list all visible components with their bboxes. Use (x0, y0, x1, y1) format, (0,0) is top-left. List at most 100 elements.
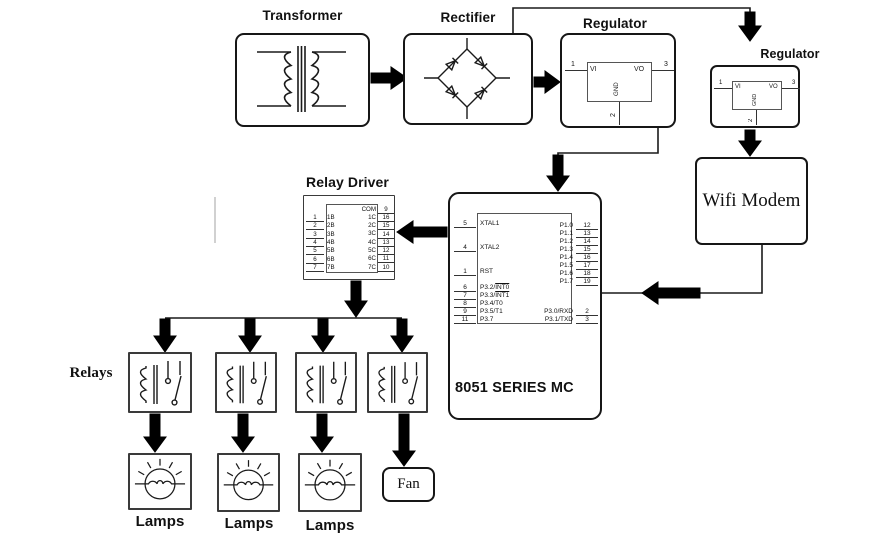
mc-pin-label: XTAL1 (480, 219, 500, 227)
arrow-relay3-to-lamp3 (310, 413, 334, 453)
arrow-bus-to-relay-4 (390, 318, 414, 353)
driver-pin-row: 7C 10 (342, 264, 394, 272)
relay-box-4 (367, 352, 428, 413)
relay-blade-pivot (171, 399, 178, 406)
driver-pin-label: 7C (368, 263, 376, 271)
mc-pin-number: 14 (576, 238, 598, 246)
bridge-diode-top-left (444, 57, 459, 72)
relay-symbol (378, 362, 419, 405)
mc-pin-row: P1.3 15 (502, 246, 598, 254)
mc-pin-row: P1.6 18 (502, 270, 598, 278)
mc-pin-label: P1.6 (559, 269, 573, 277)
arrow-bus-to-relay-2 (238, 318, 262, 353)
arrow-bus-to-relay-1 (153, 318, 177, 353)
arrow-driver-to-bus (344, 280, 368, 318)
mc-pin-label: P3.0/RXD (544, 307, 573, 315)
regulator1-pin3-line (652, 70, 674, 71)
driver-pin-label: 3C (368, 230, 376, 238)
regulator2-box: VI VO GND 1 3 2 (710, 65, 800, 128)
relay-contact-stem (167, 361, 181, 378)
regulator2-vi-label: VI (735, 84, 741, 90)
driver-pin-number: 5 (306, 247, 324, 256)
mc-pin-row: 1 RST (454, 260, 540, 284)
lamp-symbol (134, 458, 186, 500)
mc-pin-number: 1 (454, 268, 476, 276)
regulator2-vo-label: VO (769, 84, 778, 90)
bridge-diode-top-right (473, 55, 488, 70)
mc-right-p3-pins: P3.0/RXD 2 P3.1/TXD 3 (480, 308, 598, 324)
mc-pin-row: 5 XTAL1 (454, 212, 540, 236)
arrow-relay4-to-fan (392, 413, 416, 467)
mc-pin-number: 11 (454, 316, 476, 324)
rectifier-label: Rectifier (440, 10, 496, 25)
transformer-symbol (257, 46, 346, 112)
rectifier-bridge-symbol (424, 38, 510, 119)
driver-pin-number: 6 (306, 256, 324, 264)
driver-pin-label: 4B (327, 238, 335, 246)
lamps-label-3: Lamps (305, 517, 355, 534)
mc-right-p1-pins: P1.0 12 P1.1 13 P1.2 14 P1.3 15 (502, 222, 598, 286)
relay-driver-box: 1 1B 2 2B 3 3B 4 4B (303, 195, 395, 280)
driver-pin-label: 3B (327, 230, 335, 238)
driver-pin-label: 6B (327, 255, 335, 263)
mc-pin-number: 12 (576, 222, 598, 230)
driver-pin-row: 1C 16 (342, 214, 394, 222)
regulator2-chip (732, 81, 782, 110)
driver-pin-number: 1 (306, 214, 324, 223)
driver-pin-number: 15 (378, 222, 394, 231)
relays-label: Relays (69, 365, 113, 381)
lamp-filament (134, 480, 186, 485)
regulator2-pin2-number: 2 (748, 118, 754, 122)
driver-pin-row: 4C 13 (342, 239, 394, 247)
transformer-box (235, 33, 370, 127)
regulator1-pin2-number: 2 (610, 113, 617, 117)
driver-pin-row: 6C 11 (342, 255, 394, 264)
driver-pin-label: 6C (368, 255, 376, 263)
transformer-secondary-coil (310, 51, 320, 107)
mc-pin-label: P3.5/T1 (480, 307, 503, 315)
mc-pin-number: 9 (454, 308, 476, 316)
driver-pin-row: 4 4B (306, 238, 350, 248)
mc-pin-label: P1.0 (559, 221, 573, 229)
bridge-diode-bottom-right (473, 86, 488, 101)
mc-pin-row: 9 P3.5/T1 (454, 308, 540, 316)
driver-right-pins: COM 9 1C 16 2C 15 3C 14 (342, 206, 394, 272)
wifi-modem-box: Wifi Modem (695, 157, 808, 245)
mc-title-label: 8051 SERIES MC (455, 380, 574, 396)
driver-pin-number: 12 (378, 247, 394, 256)
mc-pin-label: P1.1 (559, 229, 573, 237)
driver-pin-number: 4 (306, 239, 324, 248)
regulator2-pin2-line (756, 110, 757, 125)
driver-pin-row: 6 6B (306, 255, 350, 264)
mc-pin-label: P1.5 (559, 261, 573, 269)
arrow-rectifier-to-regulator1 (533, 70, 561, 94)
mc-pin-label: P1.3 (559, 245, 573, 253)
transformer-leads (257, 51, 346, 107)
mc-pin-number: 17 (576, 262, 598, 270)
transformer-label: Transformer (262, 8, 343, 23)
mc-pin-row: P3.0/RXD 2 (480, 308, 598, 316)
bridge-diamond (437, 48, 497, 108)
mc-pin-number: 8 (454, 300, 476, 308)
regulator2-label: Regulator (760, 47, 820, 61)
driver-pin-label: 1B (327, 214, 335, 222)
relay-driver-label: Relay Driver (306, 174, 389, 190)
mc-outer-box: 5 XTAL1 4 XTAL2 1 RST 6 P3.2/INT0 (448, 192, 602, 420)
mc-pin-row: P3.1/TXD 3 (480, 316, 598, 324)
bridge-diode-bottom-left (444, 84, 459, 99)
transformer-core (297, 46, 306, 112)
mc-pin-number: 3 (576, 316, 598, 324)
arrow-into-regulator2 (738, 11, 762, 42)
regulator1-label: Regulator (583, 16, 647, 31)
driver-pin-number: 11 (378, 255, 394, 264)
driver-pin-row: 2 2B (306, 222, 350, 231)
regulator1-vo-label: VO (634, 66, 645, 73)
mc-pin-row: P1.4 16 (502, 254, 598, 262)
regulator1-pin1-number: 1 (571, 61, 575, 68)
mc-pin-row: 8 P3.4/T0 (454, 300, 540, 308)
mc-pin-number: 13 (576, 230, 598, 238)
mc-pin-row: 11 P3.7 (454, 316, 540, 324)
mc-pin-number: 6 (454, 284, 476, 292)
